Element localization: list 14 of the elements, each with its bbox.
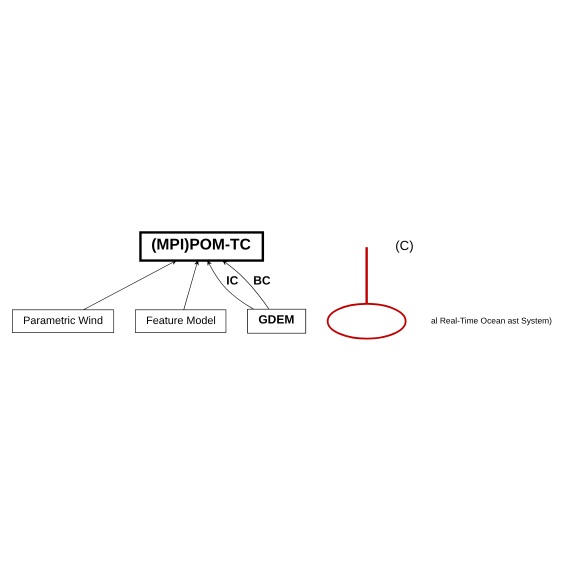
node-box: GDEM [247,308,306,334]
node-box: Parametric Wind [12,309,114,332]
arrow [207,260,254,309]
arrow [183,260,199,310]
edge-label: BC [253,273,271,288]
node-box: Feature Model [135,309,226,332]
edge-label: IC [226,273,238,288]
arrow [83,260,176,310]
connector [365,246,368,304]
node-ellipse [326,302,407,339]
label: al Real-Time Ocean ast System) [430,314,552,325]
arrow [222,260,270,309]
label: (C) [395,237,414,252]
node-box: (MPI)POM-TC [139,230,264,262]
